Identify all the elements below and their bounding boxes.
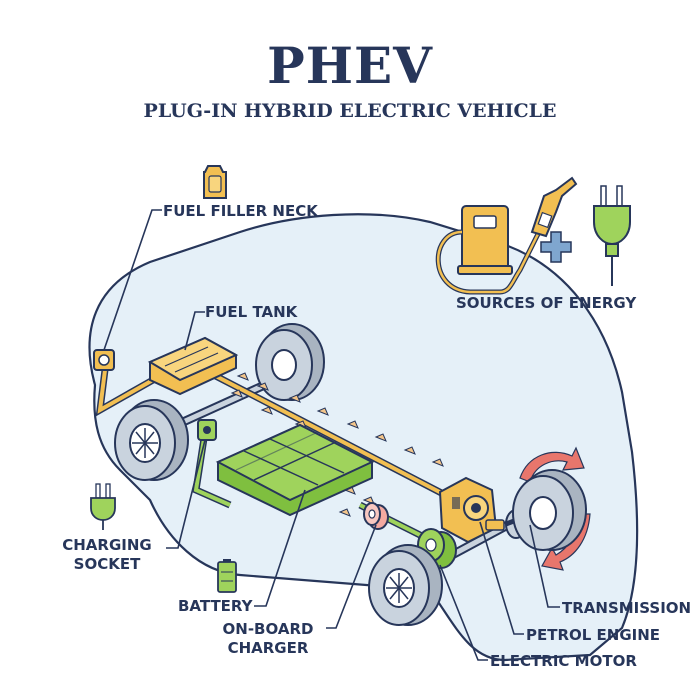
fuel-can-icon (203, 165, 227, 199)
wheel-rear-left (114, 399, 189, 481)
label-petrol-engine: PETROL ENGINE (526, 626, 661, 644)
label-onboard-charger-line1: ON-BOARD (222, 620, 314, 638)
car-body (88, 213, 639, 662)
wheel-rear-right (255, 323, 325, 401)
label-electric-motor: ELECTRIC MOTOR (490, 652, 637, 670)
fuel-filler-cap (93, 349, 115, 371)
battery-icon (217, 559, 237, 593)
plug-icon (593, 185, 631, 286)
label-onboard-charger-line2: CHARGER (227, 638, 309, 657)
label-charging-socket: CHARGING SOCKET (52, 536, 162, 574)
label-transmission: TRANSMISSION (562, 599, 692, 617)
leader-lines (103, 209, 560, 661)
wheel-front-right (512, 469, 587, 551)
diagram-title: PHEV (267, 36, 433, 95)
label-fuel-tank: FUEL TANK (205, 303, 298, 321)
label-charging-socket-line1: CHARGING (62, 536, 152, 554)
wheel-front-left (368, 544, 443, 626)
diagram-subtitle: PLUG-IN HYBRID ELECTRIC VEHICLE (143, 100, 557, 122)
label-charging-socket-line2: SOCKET (73, 554, 141, 573)
battery-pack (215, 423, 375, 517)
label-fuel-filler-neck: FUEL FILLER NECK (163, 202, 318, 220)
label-battery: BATTERY (178, 597, 253, 615)
label-sources-of-energy: SOURCES OF ENERGY (456, 294, 637, 312)
charging-plug-icon (90, 483, 116, 530)
fuel-pump-icon (435, 176, 578, 295)
charging-socket (197, 419, 217, 441)
onboard-charger (363, 502, 389, 530)
plus-icon (540, 231, 572, 263)
label-onboard-charger: ON-BOARD CHARGER (212, 620, 324, 658)
